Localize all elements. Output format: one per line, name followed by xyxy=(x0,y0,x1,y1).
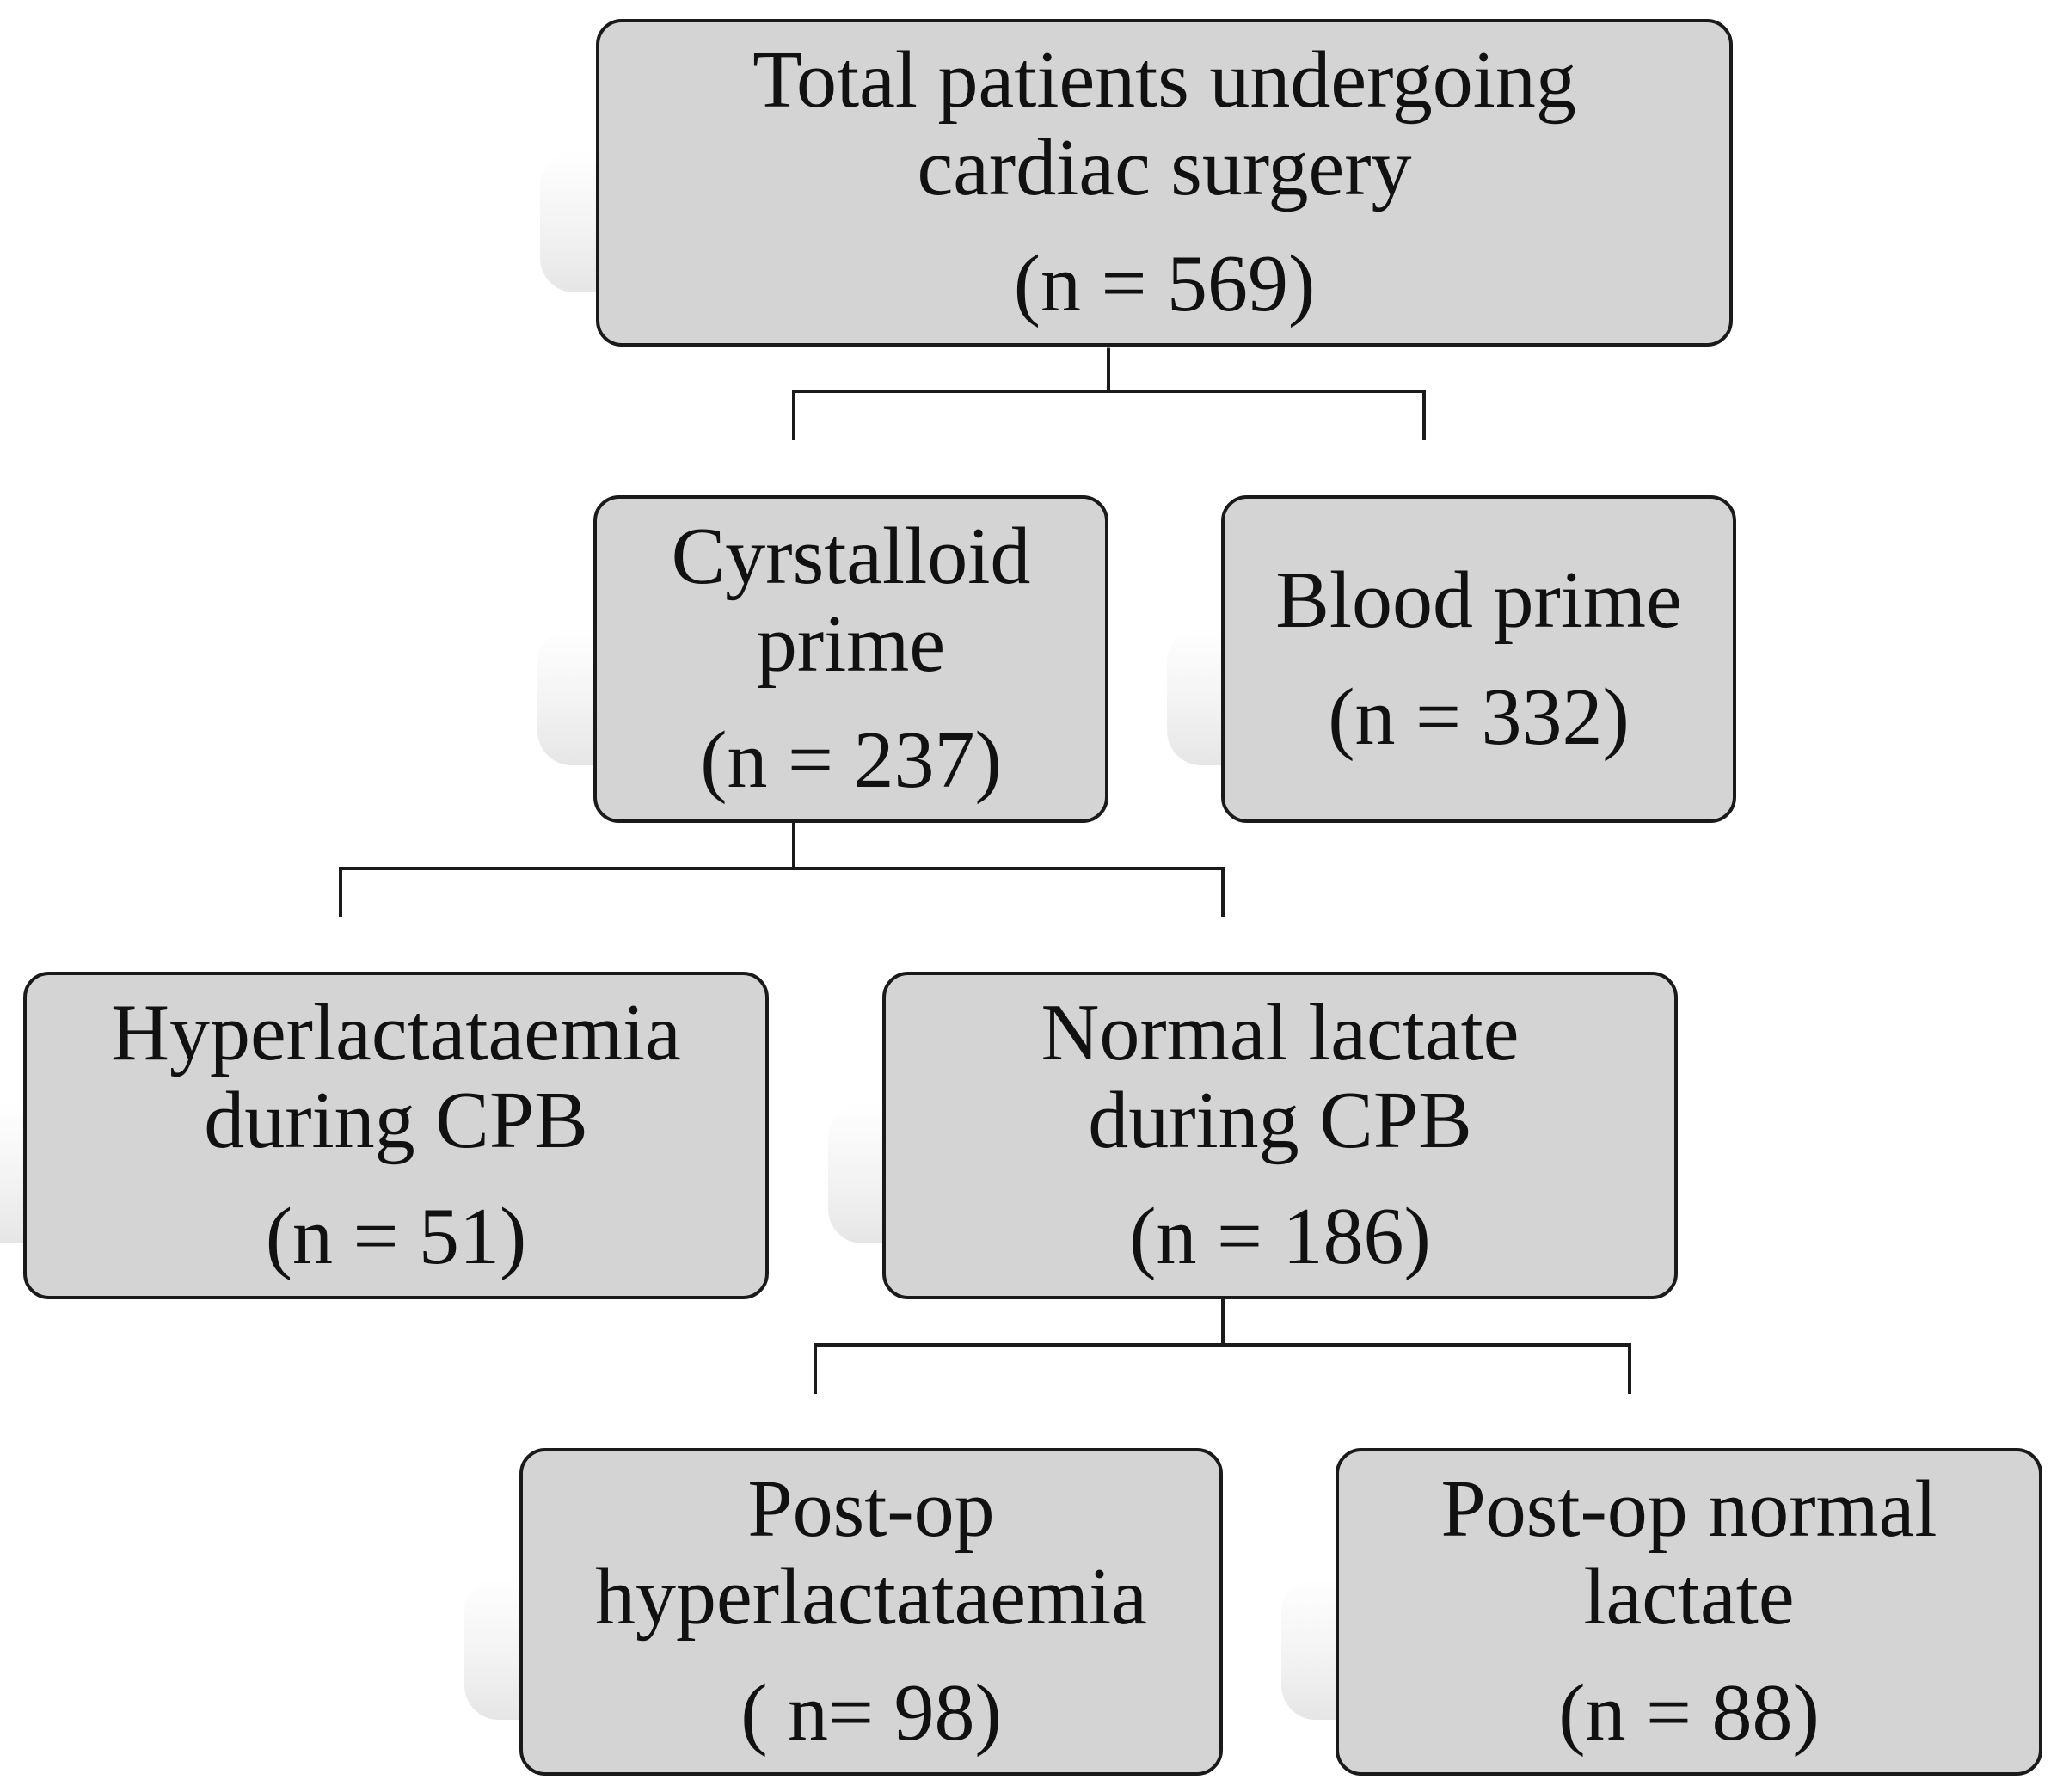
normal-lactate-cpb-label-line-2: during CPB xyxy=(1088,1075,1472,1165)
postop-normal-lactate-count: (n = 88) xyxy=(1558,1668,1820,1758)
level3-bracket-left-drop xyxy=(339,867,342,917)
hyperlactataemia-cpb-box: Hyperlactataemia during CPB (n = 51) xyxy=(23,972,769,1299)
crystalloid-prime-label-line-2: prime xyxy=(756,598,946,689)
level2-bracket-horizontal xyxy=(792,390,1426,393)
postop-hyperlactataemia-box: Post-op hyperlactataemia ( n= 98) xyxy=(519,1448,1223,1776)
normal-lactate-cpb-label-line-1: Normal lactate xyxy=(1041,988,1520,1078)
total-patients-label-line-1: Total patients undergoing xyxy=(752,35,1576,126)
crystalloid-prime-box: Cyrstalloid prime (n = 237) xyxy=(593,495,1108,823)
postop-hyperlactataemia-count: ( n= 98) xyxy=(740,1668,1002,1758)
total-patients-count: (n = 569) xyxy=(1013,239,1316,329)
level4-bracket-left-drop xyxy=(814,1343,817,1394)
total-patients-box: Total patients undergoing cardiac surger… xyxy=(596,19,1733,347)
level3-bracket-horizontal xyxy=(339,867,1225,870)
normal-lactate-cpb-box: Normal lactate during CPB (n = 186) xyxy=(882,972,1678,1299)
crystalloid-prime-count: (n = 237) xyxy=(700,715,1002,806)
blood-prime-box: Blood prime (n = 332) xyxy=(1221,495,1736,823)
total-patients-label-line-2: cardiac surgery xyxy=(917,122,1412,212)
postop-normal-lactate-label-line-2: lactate xyxy=(1583,1551,1795,1642)
hyperlactataemia-cpb-label-line-1: Hyperlactataemia xyxy=(111,988,681,1078)
hyperlactataemia-cpb-count: (n = 51) xyxy=(265,1192,527,1282)
crystalloid-prime-label-line-1: Cyrstalloid xyxy=(671,512,1031,602)
postop-normal-lactate-box: Post-op normal lactate (n = 88) xyxy=(1336,1448,2042,1776)
blood-prime-label: Blood prime xyxy=(1275,555,1682,645)
hyperlactataemia-cpb-label-line-2: during CPB xyxy=(204,1075,588,1165)
blood-prime-count: (n = 332) xyxy=(1328,672,1630,762)
postop-hyperlactataemia-label-line-2: hyperlactataemia xyxy=(595,1551,1147,1642)
level4-bracket-horizontal xyxy=(814,1343,1631,1347)
level2-bracket-right-drop xyxy=(1422,390,1426,440)
level4-bracket-right-drop xyxy=(1628,1343,1631,1394)
postop-normal-lactate-label-line-1: Post-op normal xyxy=(1440,1464,1937,1555)
postop-hyperlactataemia-label-line-1: Post-op xyxy=(747,1464,995,1555)
level2-bracket-left-drop xyxy=(792,390,795,440)
normal-lactate-cpb-count: (n = 186) xyxy=(1129,1192,1431,1282)
level3-bracket-right-drop xyxy=(1221,867,1225,917)
